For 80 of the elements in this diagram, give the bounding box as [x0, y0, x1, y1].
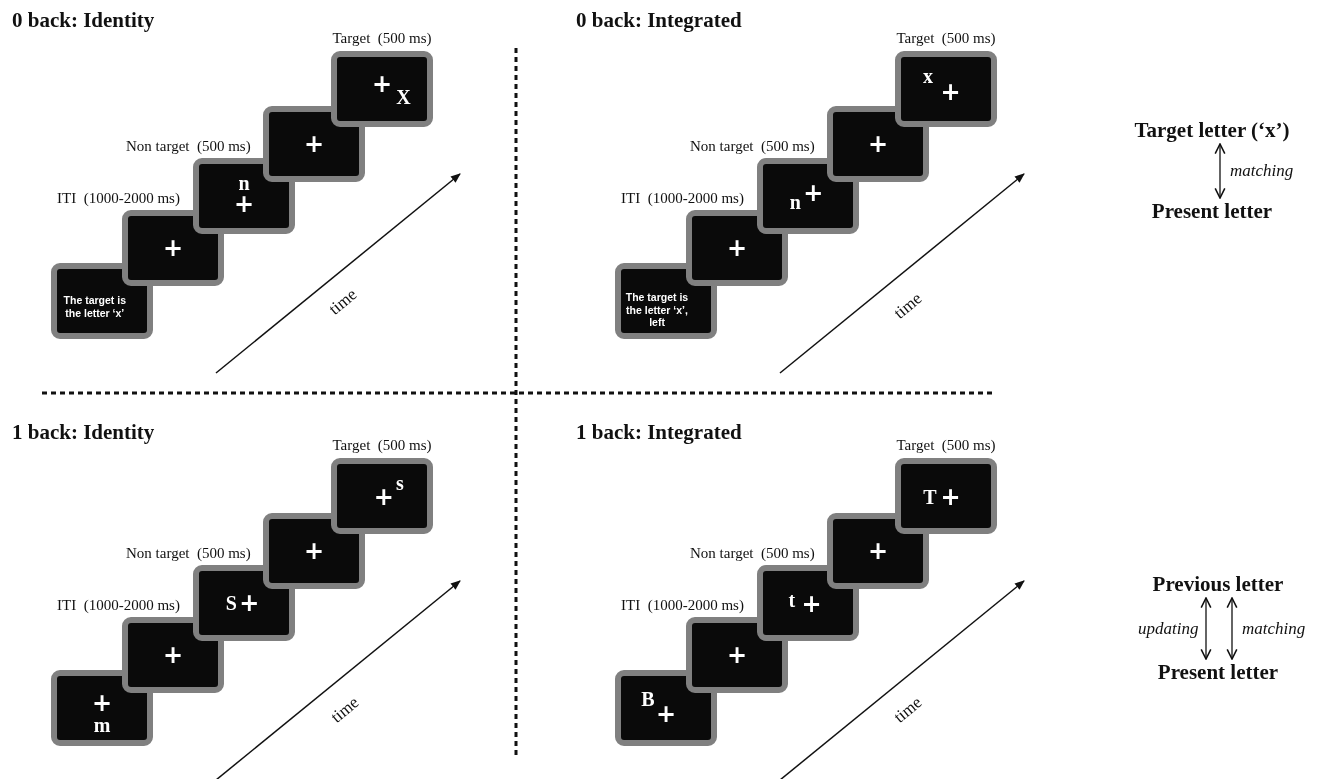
phase-label: Target (500 ms)	[332, 31, 432, 46]
instruction-text: The target is the letter ‘x’	[62, 294, 127, 320]
phase-label: Non target (500 ms)	[690, 139, 815, 154]
fixation-cross: +	[867, 539, 889, 563]
screen-frame	[757, 158, 859, 234]
stimulus-letter: X	[396, 86, 411, 107]
screen-frame	[122, 210, 224, 286]
stimulus-letter: s	[396, 473, 404, 494]
screen-frame	[827, 513, 929, 589]
double-arrow	[1200, 597, 1212, 660]
fixation-cross: +	[371, 71, 393, 96]
stimulus-letter: t	[788, 590, 796, 611]
fixation-cross: +	[940, 80, 961, 105]
phase-label: Target (500 ms)	[896, 31, 996, 46]
fixation-cross: +	[303, 132, 325, 156]
screen-frame	[122, 617, 224, 693]
fixation-cross: +	[303, 539, 325, 563]
fixation-cross: +	[867, 132, 889, 156]
screen-frame	[615, 263, 717, 339]
screen-frame	[895, 51, 997, 127]
screen-frame	[686, 210, 788, 286]
screen-frame	[193, 565, 295, 641]
phase-label: Target (500 ms)	[896, 438, 996, 453]
axis-label: time	[327, 692, 364, 728]
screen-frame	[895, 458, 997, 534]
fixation-cross: +	[162, 236, 184, 260]
stimulus-letter: m	[93, 714, 111, 735]
edge-label: matching	[1242, 619, 1306, 637]
screen-frame	[757, 565, 859, 641]
stimulus-letter: n	[238, 173, 250, 194]
panel-title: 0 back: Identity	[12, 8, 155, 33]
fixation-cross: +	[655, 702, 677, 727]
edge-label: updating	[1138, 619, 1199, 637]
phase-label: Non target (500 ms)	[126, 546, 251, 561]
letter-heading: Target letter (‘x’)	[1134, 120, 1290, 141]
stimulus-letter: T	[923, 487, 937, 508]
phase-label: ITI (1000-2000 ms)	[57, 191, 180, 206]
axis-label: time	[890, 692, 927, 728]
letter-heading: Previous letter	[1152, 574, 1284, 595]
fixation-cross: +	[801, 592, 822, 617]
stimulus-letter: n	[789, 192, 801, 213]
phase-label: Non target (500 ms)	[126, 139, 251, 154]
stimulus-letter: S	[225, 593, 237, 613]
screen-frame	[686, 617, 788, 693]
screen-frame	[331, 51, 433, 127]
phase-label: ITI (1000-2000 ms)	[621, 191, 744, 206]
fixation-cross: +	[803, 181, 824, 206]
fixation-cross: +	[91, 690, 113, 715]
fixation-cross: +	[373, 485, 394, 510]
edge-label: matching	[1230, 162, 1294, 179]
screen-frame	[51, 670, 153, 746]
fixation-cross: +	[940, 485, 961, 510]
fixation-cross: +	[239, 591, 260, 615]
axis-label: time	[325, 284, 362, 320]
screen-frame	[263, 106, 365, 182]
instruction-text: The target is the letter ‘x’, left	[624, 291, 690, 329]
phase-label: Non target (500 ms)	[690, 546, 815, 561]
screen-frame	[51, 263, 153, 339]
panel-title: 0 back: Integrated	[576, 8, 742, 33]
panel-title: 1 back: Identity	[12, 420, 155, 445]
screen-frame	[263, 513, 365, 589]
fixation-cross: +	[162, 643, 184, 667]
screen-frame	[827, 106, 929, 182]
axis-label: time	[890, 288, 927, 324]
fixation-cross: +	[233, 191, 255, 216]
phase-label: Target (500 ms)	[332, 438, 432, 453]
panel-title: 1 back: Integrated	[576, 420, 742, 445]
double-arrow	[1226, 597, 1238, 660]
double-arrow	[1214, 143, 1226, 199]
stimulus-letter: B	[641, 689, 655, 710]
phase-label: ITI (1000-2000 ms)	[621, 598, 744, 613]
screen-frame	[331, 458, 433, 534]
letter-heading: Present letter	[1151, 201, 1273, 222]
screen-frame	[615, 670, 717, 746]
fixation-cross: +	[726, 236, 748, 260]
letter-heading: Present letter	[1157, 662, 1279, 683]
stimulus-letter: x	[923, 66, 933, 87]
screen-frame	[193, 158, 295, 234]
fixation-cross: +	[726, 643, 748, 667]
phase-label: ITI (1000-2000 ms)	[57, 598, 180, 613]
